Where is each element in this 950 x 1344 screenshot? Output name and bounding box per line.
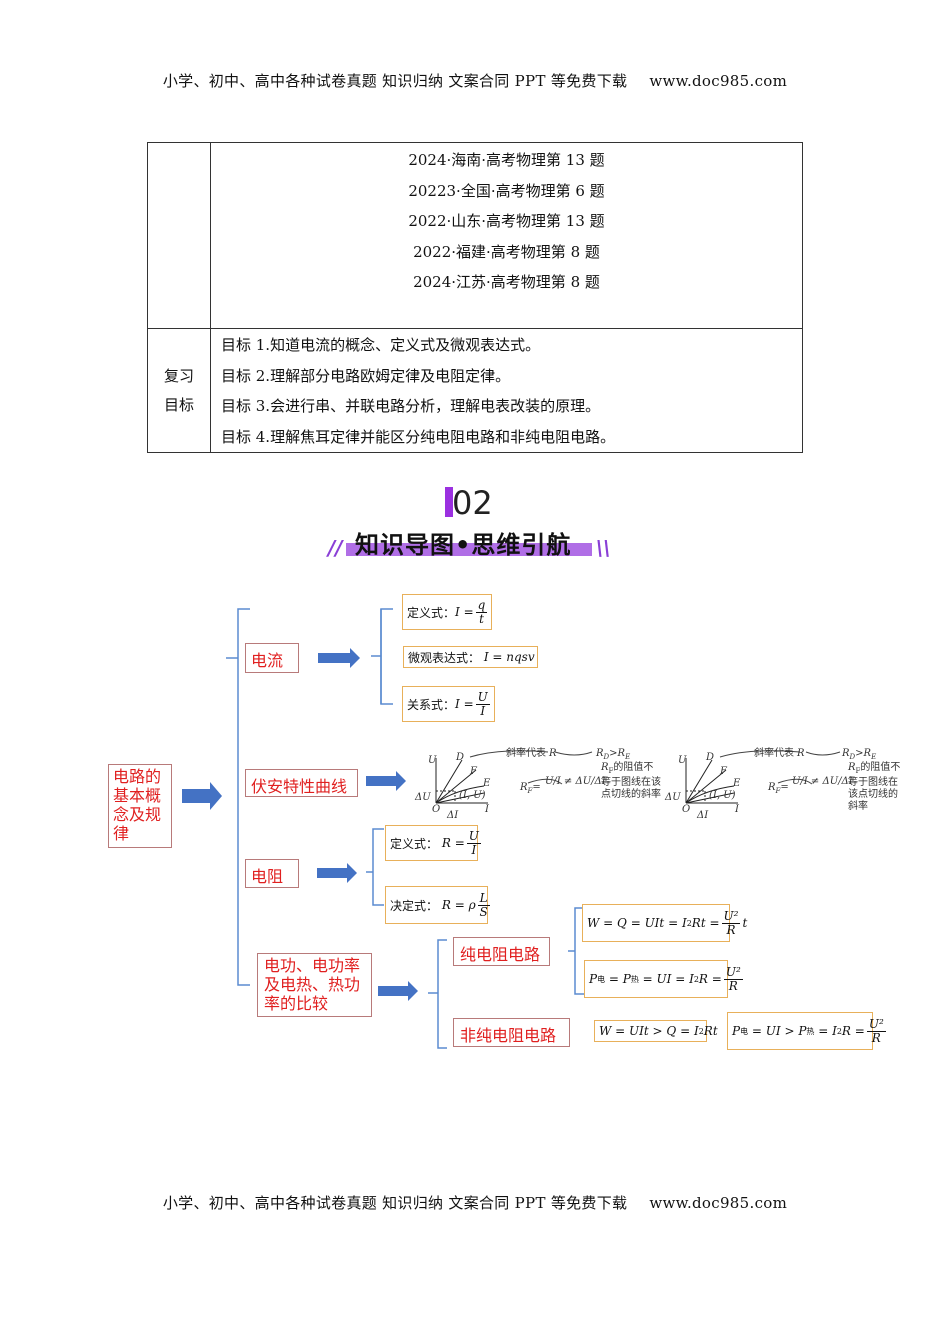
footer-text: 小学、初中、高中各种试卷真题 知识归纳 文案合同 PPT 等免费下载	[162, 1194, 628, 1212]
exam-ref: 2024·江苏·高考物理第 8 题	[413, 273, 600, 291]
section-number: 02	[452, 484, 493, 522]
exam-ref: 2022·山东·高考物理第 13 题	[408, 212, 605, 230]
arrow-root	[182, 782, 222, 810]
node-current: 电流	[245, 643, 299, 673]
goals-cell: 目标 1.知道电流的概念、定义式及微观表达式。 目标 2.理解部分电路欧姆定律及…	[210, 328, 803, 453]
exam-ref: 2022·福建·高考物理第 8 题	[413, 242, 600, 261]
footer-site[interactable]: www.doc985.com	[649, 1194, 788, 1212]
bracket-current	[380, 608, 393, 705]
section-title: 知识导图•思维引航	[355, 531, 572, 559]
arrow-work	[378, 981, 418, 1001]
section-number-bar	[445, 487, 453, 517]
arrow-current	[318, 648, 360, 668]
goal-item: 目标 3.会进行串、并联电路分析，理解电表改装的原理。	[221, 397, 601, 415]
page-header: 小学、初中、高中各种试卷真题 知识归纳 文案合同 PPT 等免费下载 www.do…	[0, 70, 950, 91]
goal-item: 目标 2.理解部分电路欧姆定律及电阻定律。	[221, 366, 511, 385]
info-table: 2024·海南·高考物理第 13 题 20223·全国·高考物理第 6 题 20…	[147, 142, 803, 453]
node-resistance: 电阻	[245, 859, 299, 888]
node-nonpure-resistive: 非纯电阻电路	[453, 1018, 570, 1047]
root-node: 电路的基本概念及规律	[108, 764, 172, 848]
header-text: 小学、初中、高中各种试卷真题 知识归纳 文案合同 PPT 等免费下载	[162, 72, 628, 90]
exam-ref: 2024·海南·高考物理第 13 题	[408, 151, 605, 169]
graph2-labels: U D F E ΔU (I, U) O I ΔI 斜率代表 R RD>RE RF…	[665, 748, 901, 821]
goal-item: 目标 4.理解焦耳定律并能区分纯电阻电路和非纯电阻电路。	[221, 427, 616, 446]
header-site[interactable]: www.doc985.com	[649, 72, 788, 90]
slash-decoration-right: \\	[596, 536, 611, 560]
node-iv-curve: 伏安特性曲线	[245, 769, 358, 797]
empty-label-cell	[147, 142, 211, 329]
goals-label-2: 目标	[163, 395, 194, 414]
bracket-resistance	[372, 828, 384, 906]
goal-item: 目标 1.知道电流的概念、定义式及微观表达式。	[221, 336, 541, 354]
page-footer: 小学、初中、高中各种试卷真题 知识归纳 文案合同 PPT 等免费下载 www.do…	[0, 1192, 950, 1213]
graph1-labels: U D F E ΔU (I, U) O I ΔI 斜率代表 R RD>RE RF…	[415, 748, 661, 821]
goals-label-cell: 复习 目标	[147, 328, 211, 453]
bracket-main	[237, 608, 250, 986]
arrow-resistance	[317, 863, 357, 883]
arrows	[182, 648, 418, 1001]
iv-graph-1	[435, 750, 593, 804]
exam-ref: 20223·全国·高考物理第 6 题	[408, 181, 605, 200]
formula-current-micro: 微观表达式： I = nqsv	[403, 646, 538, 668]
exam-refs-cell: 2024·海南·高考物理第 13 题 20223·全国·高考物理第 6 题 20…	[210, 142, 803, 329]
bracket-work	[437, 939, 447, 1049]
node-pure-resistive: 纯电阻电路	[453, 937, 550, 966]
slash-decoration-left: //	[328, 536, 343, 560]
iv-graph-2	[685, 750, 841, 804]
section-title-underline	[346, 543, 592, 556]
arrow-iv	[366, 771, 406, 791]
node-work-power: 电功、电功率及电热、热功率的比较	[257, 953, 372, 1017]
goals-label-1: 复习	[163, 366, 194, 385]
